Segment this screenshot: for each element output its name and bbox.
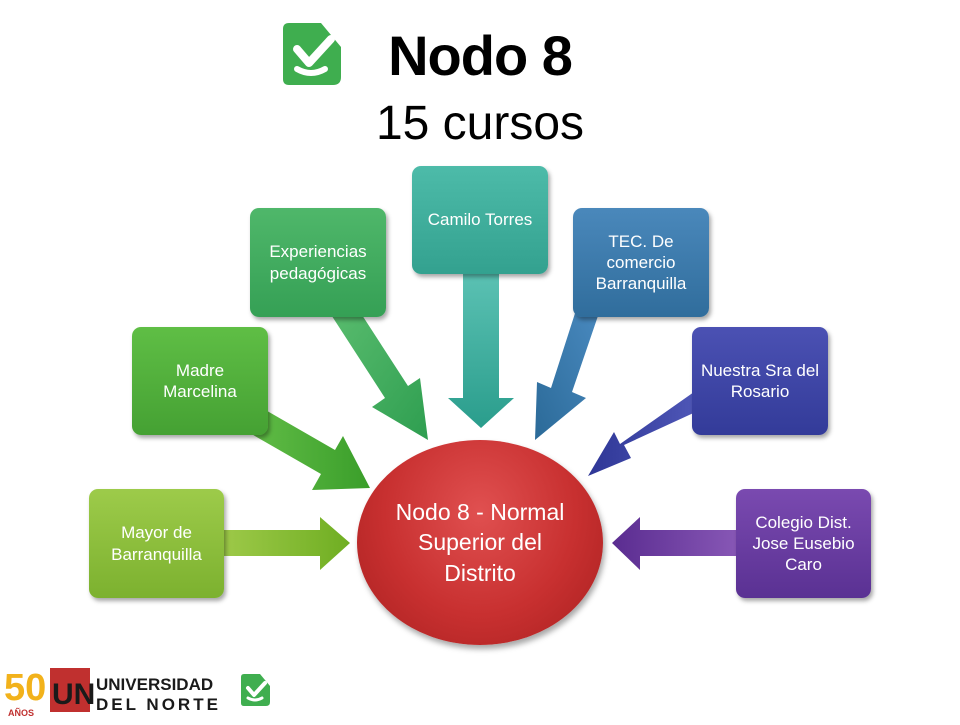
node-tec-de-comercio: TEC. De comercio Barranquilla (573, 208, 709, 317)
node-nuestra-sra-del-rosario: Nuestra Sra del Rosario (692, 327, 828, 435)
footer-logos: 50 AÑOS UN UNIVERSIDAD DEL NORTE (0, 660, 300, 720)
arrow-mayor (218, 517, 350, 570)
svg-text:UNIVERSIDAD: UNIVERSIDAD (96, 675, 213, 694)
svg-text:AÑOS: AÑOS (8, 708, 34, 718)
node-camilo-torres: Camilo Torres (412, 166, 548, 274)
arrow-camilo (448, 270, 514, 428)
page-subtitle: 15 cursos (375, 97, 585, 150)
node-colegio-dist: Colegio Dist. Jose Eusebio Caro (736, 489, 871, 598)
arrow-experiencias (328, 298, 428, 440)
arrow-nuestra (588, 392, 700, 476)
node-madre-marcelina: Madre Marcelina (132, 327, 268, 435)
brand-logo-small-icon (241, 674, 270, 706)
brand-logo-icon (283, 23, 341, 85)
hub-node: Nodo 8 - Normal Superior del Distrito (357, 440, 603, 645)
page-title: Nodo 8 (388, 24, 573, 87)
node-experiencias-pedagogicas: Experiencias pedagógicas (250, 208, 386, 317)
svg-text:UN: UN (52, 678, 95, 711)
arrow-tec (535, 304, 600, 440)
arrow-colegio (612, 517, 745, 570)
node-mayor-de-barranquilla: Mayor de Barranquilla (89, 489, 224, 598)
svg-text:50: 50 (4, 667, 46, 709)
svg-text:DEL NORTE: DEL NORTE (96, 695, 221, 714)
universidad-del-norte-logo: 50 AÑOS UN UNIVERSIDAD DEL NORTE (4, 667, 270, 718)
arrow-madre (248, 408, 370, 490)
